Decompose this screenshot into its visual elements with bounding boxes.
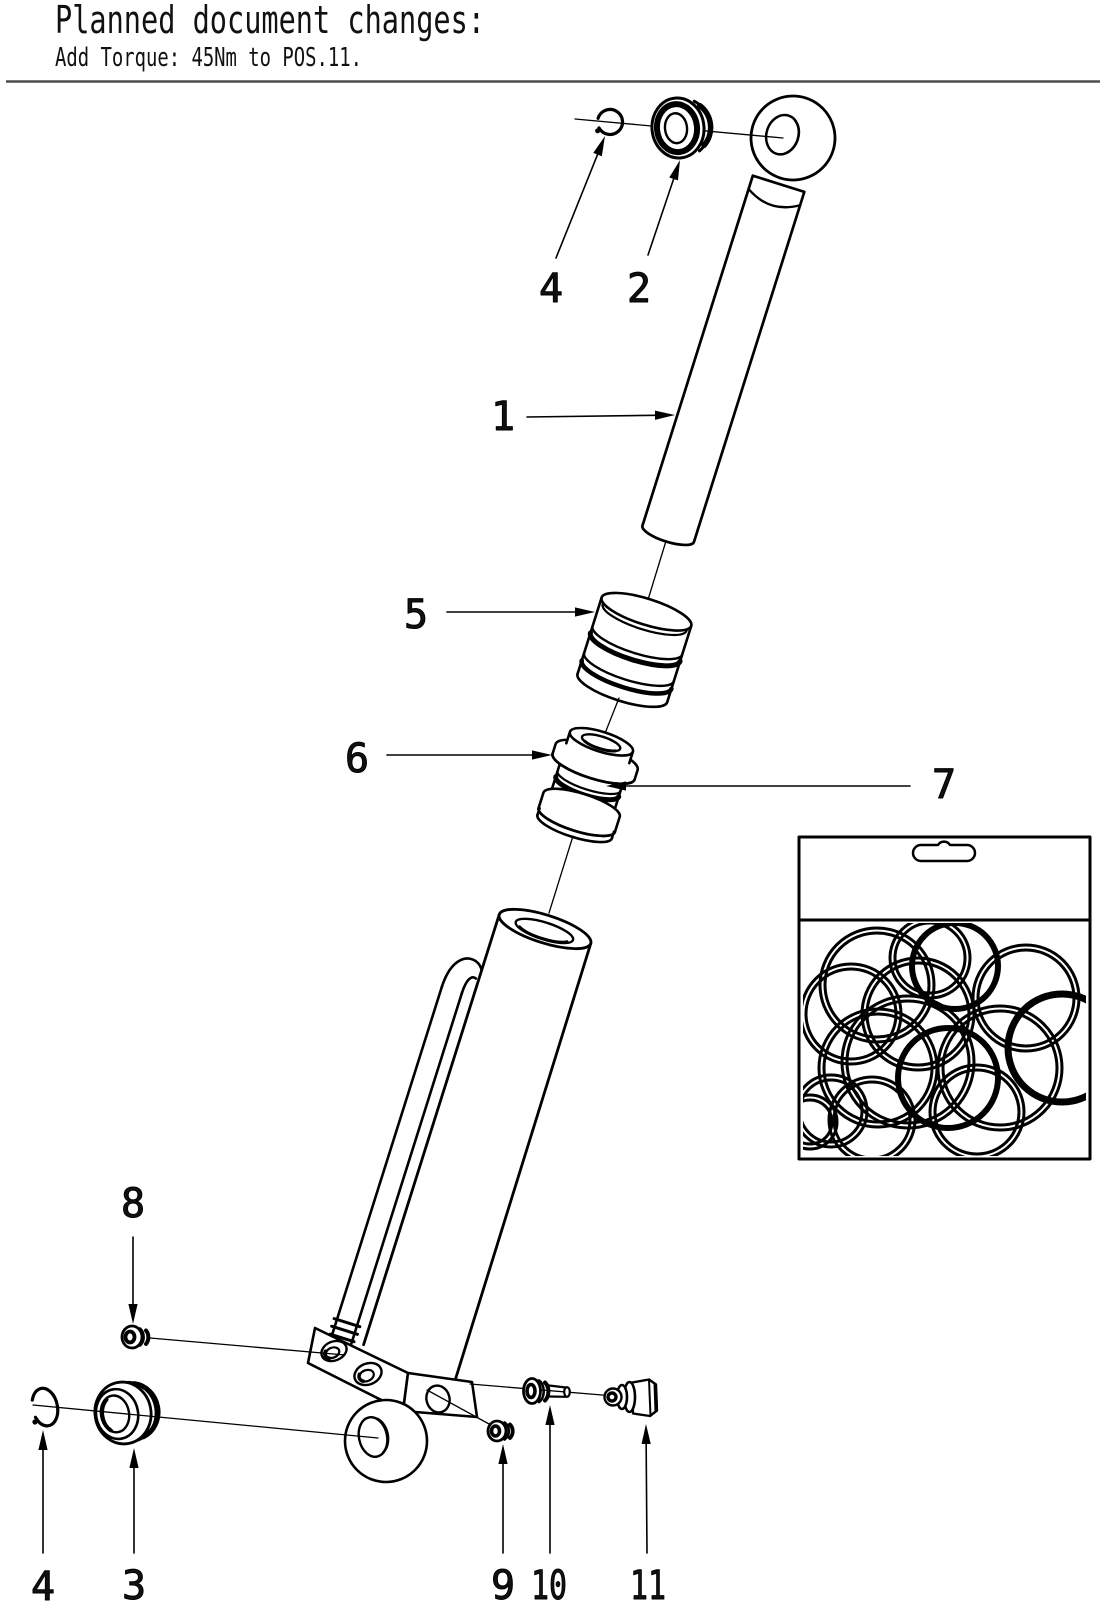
- callout-label-9: 9: [491, 1563, 515, 1609]
- fitting-11: [605, 1380, 658, 1417]
- seal-kit-package: [783, 837, 1100, 1163]
- cylinder-head-gland: [530, 719, 645, 849]
- base-eye: [345, 1400, 427, 1482]
- callout-label-5: 5: [404, 592, 428, 638]
- leader-line: [646, 1444, 647, 1553]
- callout-label-4: 4: [539, 266, 563, 312]
- piston: [574, 585, 696, 714]
- callout-label-4: 4: [31, 1564, 55, 1610]
- callout-label-7: 7: [932, 762, 956, 808]
- leader-arrowhead: [655, 411, 675, 420]
- leader-arrowhead: [593, 136, 605, 156]
- callout-label-11: 11: [630, 1563, 666, 1609]
- piston-rod: [626, 85, 846, 554]
- exploded-view: 1 2 3 4 4 5 6 7 8 9 10 11: [26, 85, 1100, 1610]
- fitting-10: [524, 1379, 570, 1404]
- callout-label-1: 1: [491, 394, 515, 440]
- plug-9: [488, 1421, 513, 1441]
- leader-arrowhead: [642, 1424, 651, 1444]
- page-title: Planned document changes:: [55, 0, 485, 42]
- bearing-bush: [649, 95, 714, 161]
- callout-label-3: 3: [122, 1563, 146, 1609]
- callout-label-8: 8: [121, 1181, 145, 1227]
- callout-label-6: 6: [345, 736, 369, 782]
- hang-slot: [913, 842, 975, 861]
- cylinder-barrel: [326, 890, 597, 1383]
- leader-arrowhead: [545, 1405, 554, 1425]
- leader-arrowhead: [128, 1304, 137, 1324]
- leader-arrowhead: [575, 607, 595, 616]
- leader-line: [527, 415, 655, 417]
- plug-8: [122, 1326, 148, 1348]
- centerline-base-eye: [33, 1405, 378, 1438]
- bushing-3: [90, 1376, 163, 1448]
- leader-line: [556, 155, 598, 258]
- header: Planned document changes: Add Torque: 45…: [6, 0, 1100, 82]
- leader-arrowhead: [669, 160, 680, 180]
- leader-arrowhead: [129, 1448, 138, 1468]
- leader-arrowhead: [532, 750, 552, 759]
- centerline-rod-piston: [647, 541, 666, 603]
- callout-label-10: 10: [531, 1563, 567, 1609]
- leader-arrowhead: [38, 1430, 47, 1450]
- leader-arrowhead: [498, 1444, 507, 1464]
- leader-line: [648, 179, 674, 255]
- callout-label-2: 2: [627, 266, 651, 312]
- page-subtitle: Add Torque: 45Nm to POS.11.: [55, 43, 362, 73]
- centerline-gland-barrel: [549, 836, 573, 913]
